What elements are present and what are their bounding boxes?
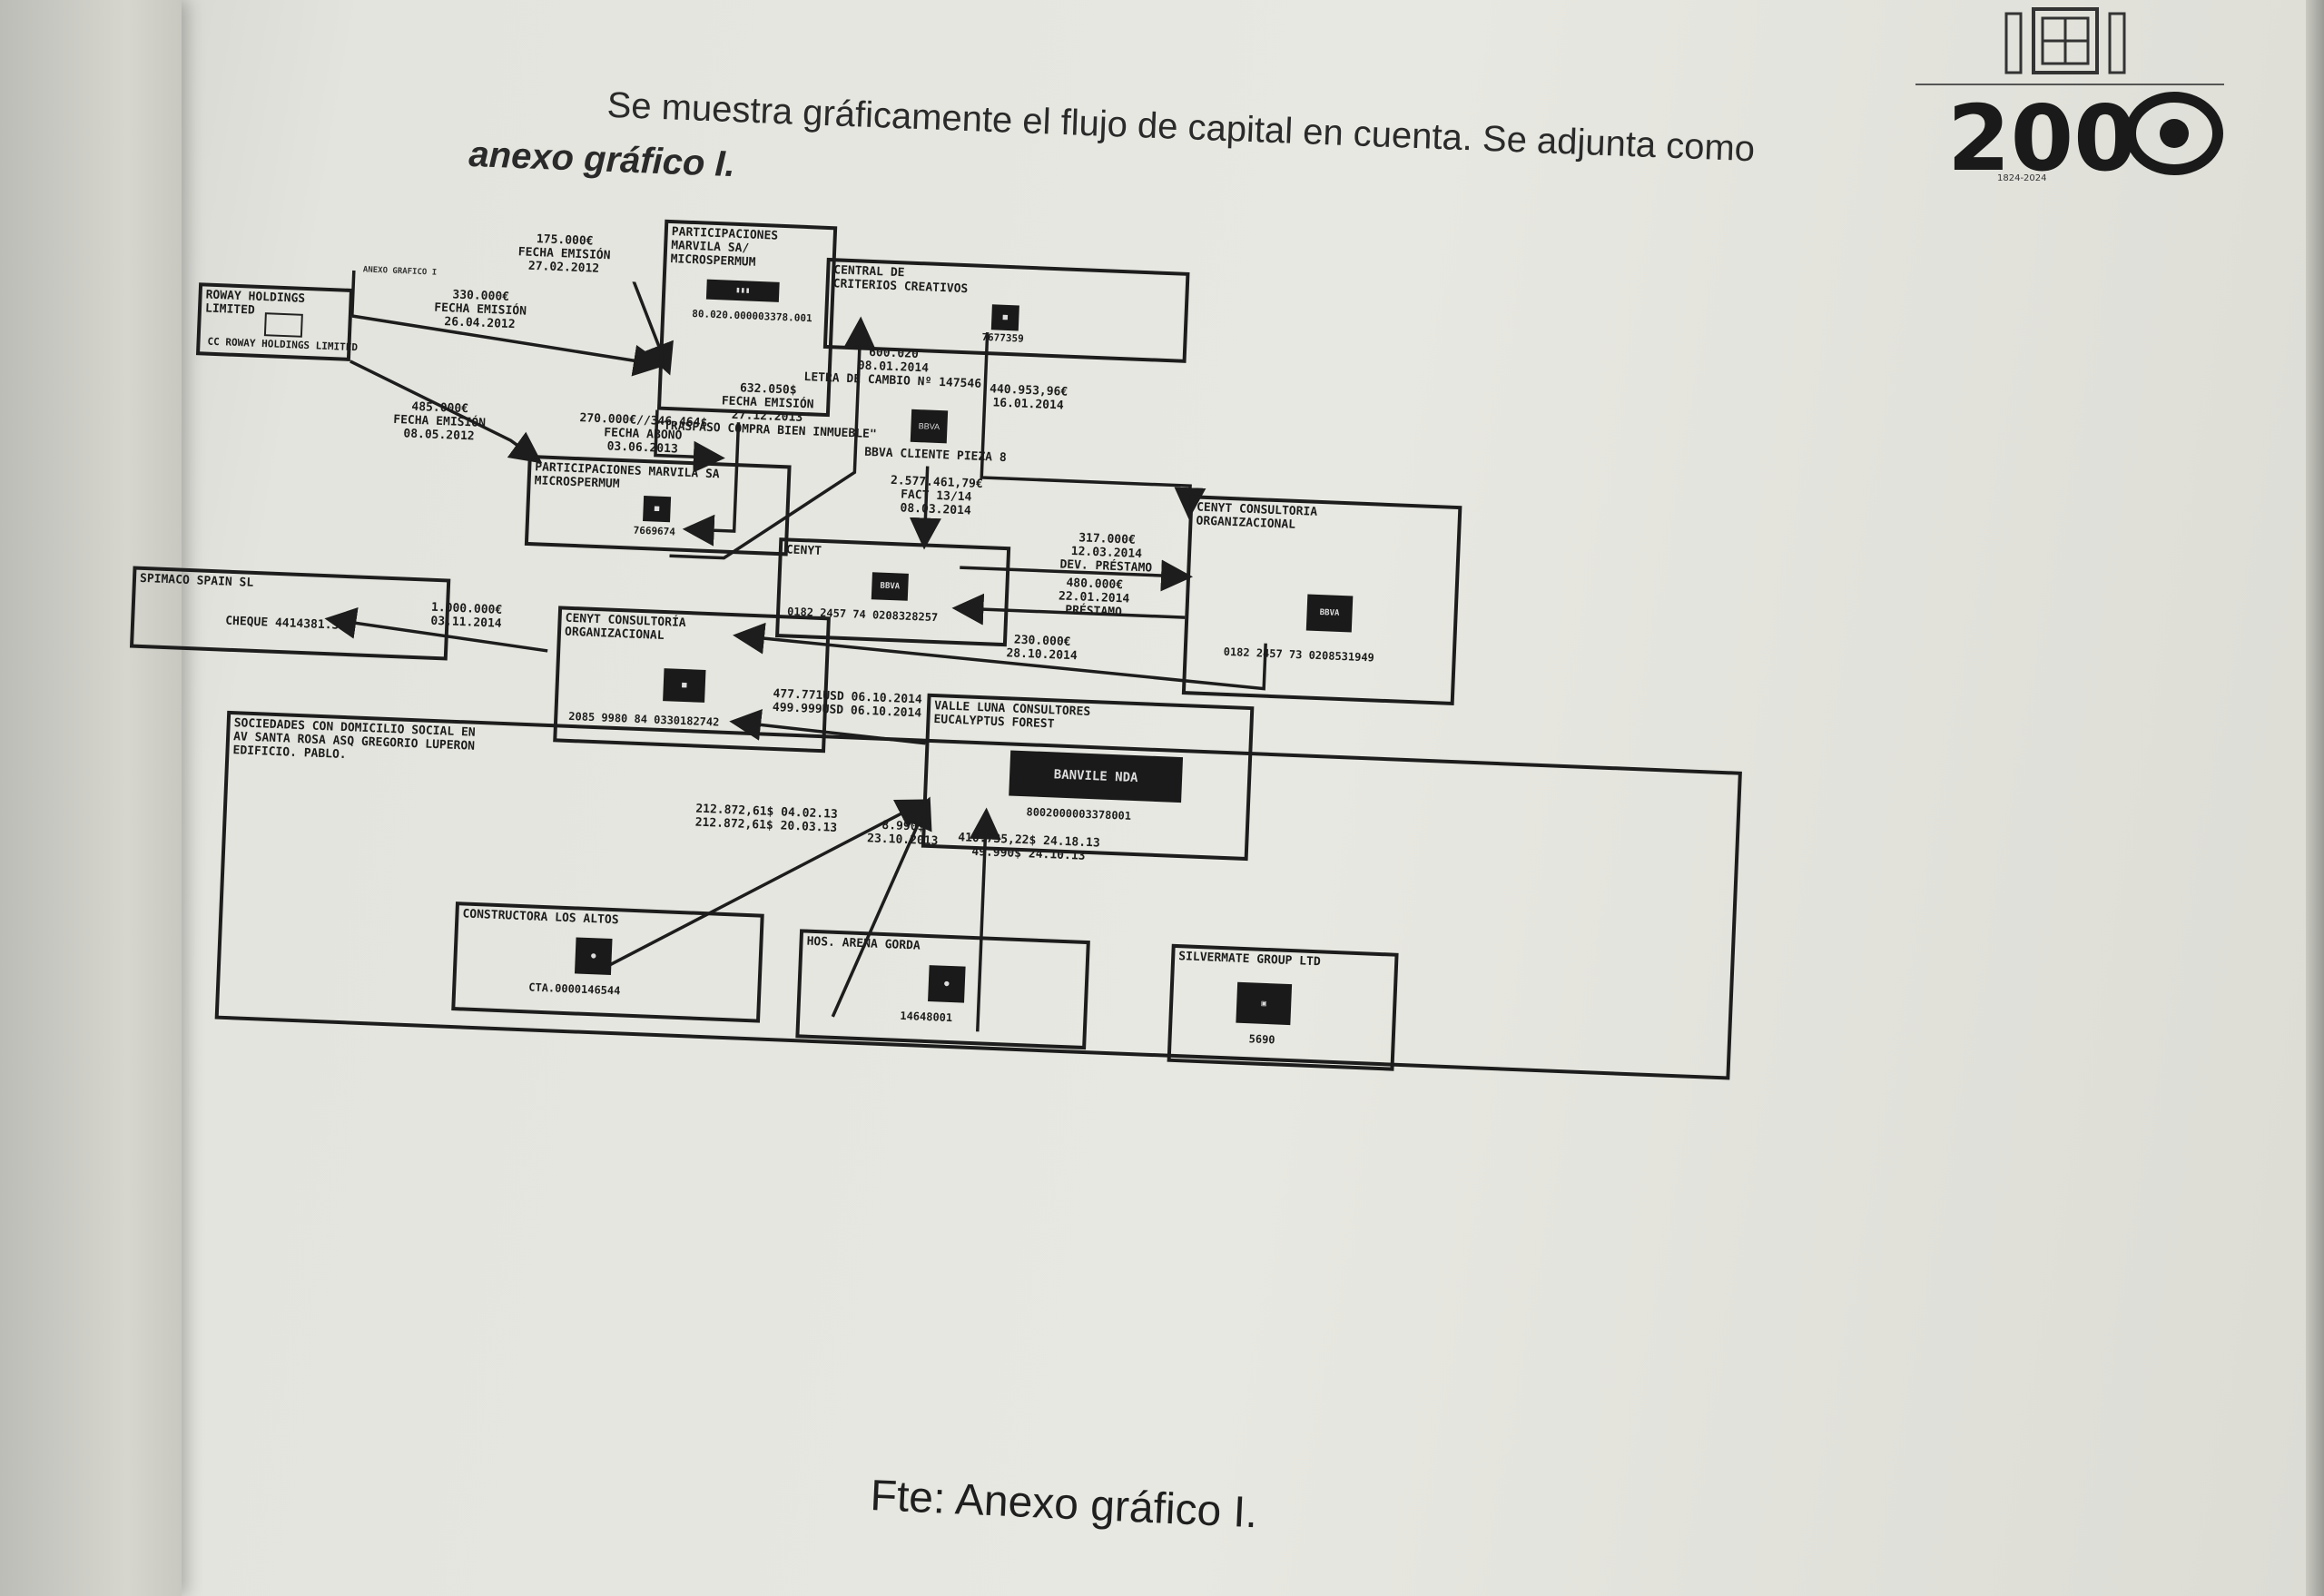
left-page-edge bbox=[0, 0, 182, 1596]
box-spimaco: SPIMACO SPAIN SL CHEQUE 4414381.3 bbox=[129, 566, 451, 661]
flow-connectors bbox=[324, 263, 1267, 1032]
box-title: CONSTRUCTORA LOS ALTOS bbox=[462, 907, 619, 928]
flow-line-212 bbox=[597, 799, 930, 973]
flow-line-8990 bbox=[831, 796, 932, 1018]
bank-logo-icon: BBVA bbox=[871, 572, 909, 601]
flow-label-440: 440.953,96€16.01.2014 bbox=[989, 382, 1068, 413]
intro-paragraph: Se muestra gráficamente el flujo de capi… bbox=[468, 73, 2177, 247]
box-account: 7677359 bbox=[981, 330, 1025, 345]
bank-logo-icon: ■ bbox=[990, 304, 1019, 331]
logo-number: 200 bbox=[1947, 86, 2137, 186]
flow-line-317 bbox=[960, 559, 1194, 592]
bank-logo-icon: ● bbox=[574, 937, 613, 976]
header-rule bbox=[1915, 84, 2224, 85]
bank-logo-icon: ■ bbox=[663, 668, 706, 703]
box-account: CTA.0000146544 bbox=[528, 980, 621, 998]
bank-logo-icon: ▮▮▮ bbox=[705, 279, 780, 302]
anniversary-logo: 200 1824-2024 bbox=[1947, 86, 2223, 186]
right-page-edge bbox=[2306, 0, 2324, 1596]
box-roway-holdings: ROWAY HOLDINGS LIMITED CC ROWAY HOLDINGS… bbox=[195, 282, 358, 361]
flow-line-440 bbox=[980, 332, 1206, 520]
capital-flow-diagram: ANEXO GRAFICO I bbox=[123, 219, 2250, 1581]
bank-logo-icon: ▣ bbox=[1236, 981, 1293, 1026]
flow-label-8990: 8.990$23.10.2013 bbox=[866, 818, 939, 849]
bank-logo-icon: ● bbox=[928, 965, 966, 1003]
bank-logo-icon: BBVA bbox=[1305, 594, 1354, 633]
logo-sub: 1824-2024 bbox=[1997, 173, 2047, 183]
flow-line-477 bbox=[729, 709, 926, 745]
flow-line-2577 bbox=[909, 466, 941, 550]
flow-line-175 bbox=[350, 263, 674, 376]
bank-logo-icon: ■ bbox=[643, 496, 672, 523]
box-account: 80.020.000003378.001 bbox=[691, 308, 812, 325]
box-account: CHEQUE 4414381.3 bbox=[224, 614, 340, 633]
flow-label-230: 230.000€28.10.2014 bbox=[1006, 633, 1078, 664]
box-title: SPIMACO SPAIN SL bbox=[139, 571, 254, 590]
flow-line-480 bbox=[951, 593, 1186, 626]
box-title: HOS. ARENA GORDA bbox=[806, 934, 921, 953]
flow-line-230 bbox=[733, 622, 1267, 691]
box-account: CC ROWAY HOLDINGS LIMITED bbox=[207, 335, 359, 354]
bank-logo-icon bbox=[263, 312, 303, 338]
flow-line-600 bbox=[669, 316, 876, 560]
flow-line-1000 bbox=[324, 607, 548, 653]
box-arena-gorda: HOS. ARENA GORDA ● 14648001 bbox=[795, 929, 1090, 1050]
box-account: 7669674 bbox=[633, 524, 676, 538]
bbva-logo-icon: BBVA bbox=[910, 409, 949, 444]
flow-line-632 bbox=[654, 409, 725, 473]
flow-line-410 bbox=[969, 807, 1001, 1032]
box-account: 5690 bbox=[1248, 1032, 1275, 1047]
box-account: 0182 2457 73 0208531949 bbox=[1223, 645, 1375, 665]
box-title: SILVERMATE GROUP LTD bbox=[1177, 950, 1321, 970]
box-title: CENYT bbox=[785, 543, 822, 558]
flow-line-330 bbox=[351, 314, 665, 377]
flow-line-270 bbox=[682, 422, 741, 547]
flow-label-1000: 1.000.000€03.11.2014 bbox=[430, 600, 503, 631]
box-constructora: CONSTRUCTORA LOS ALTOS ● CTA.0000146544 bbox=[451, 901, 764, 1023]
box-account: 14648001 bbox=[900, 1009, 953, 1025]
box-silvermate: SILVERMATE GROUP LTD ▣ 5690 bbox=[1167, 943, 1399, 1071]
coat-of-arms-icon bbox=[2004, 7, 2126, 74]
flow-line-485 bbox=[350, 360, 543, 464]
